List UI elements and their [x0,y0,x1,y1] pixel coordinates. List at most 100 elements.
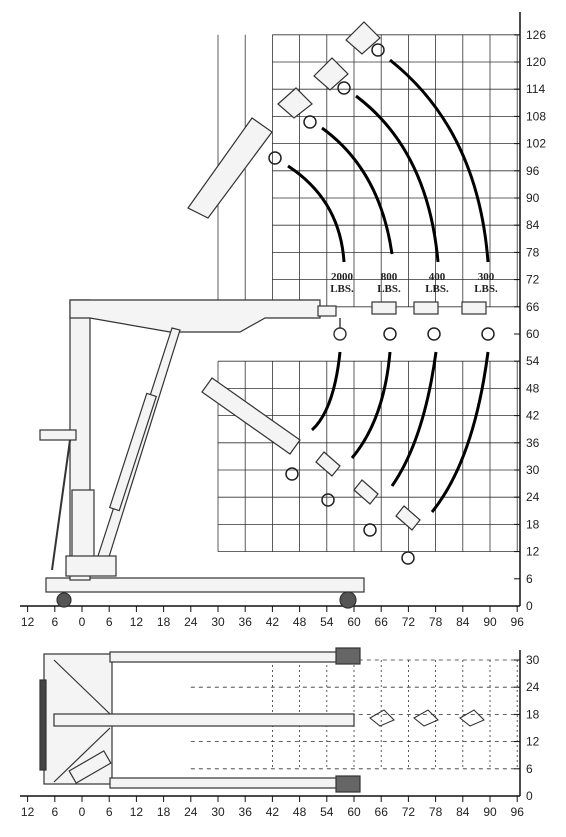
reach-arc-2000-low [310,351,342,432]
hook-icon [321,493,335,507]
top-x-tick-label: 66 [375,805,389,819]
capacity-unit: LBS. [377,283,401,295]
side-y-tick-label: 66 [526,300,540,314]
top-wheel-lower-icon [335,775,361,793]
top-x-tick-label: 54 [320,805,334,819]
top-y-tick-label: 0 [526,789,533,803]
boom-tips-mid [371,301,487,315]
top-x-tick-label: 12 [130,805,144,819]
side-y-tick-label: 120 [526,55,546,69]
top-x-tick-label: 60 [347,805,361,819]
top-x-tick-label: 90 [483,805,497,819]
boom-tip [459,709,485,727]
hook-icon [427,327,441,341]
top-leg-lower [109,777,339,789]
top-rear-bar [39,679,47,771]
side-y-tick-label: 60 [526,327,540,341]
boom-lowered-b [315,451,341,477]
boom-position-b [277,87,313,119]
reach-arc-400-low [390,351,438,487]
hook-icon [481,327,495,341]
side-y-tick-label: 42 [526,409,540,423]
side-y-tick-label: 126 [526,28,546,42]
side-x-tick-label: 66 [375,615,389,629]
side-y-tick-label: 54 [526,354,540,368]
top-x-tick-label: 12 [21,805,35,819]
handle-grip [39,429,77,441]
side-x-tick-label: 0 [79,615,86,629]
reach-arc-300 [389,58,490,263]
ram-cylinder [108,392,158,512]
grid-upper [217,34,520,308]
top-x-tick-label: 30 [211,805,225,819]
front-wheel-icon [56,592,72,608]
side-x-tick-label: 78 [429,615,443,629]
side-y-tick-label: 24 [526,490,540,504]
boom-tip [413,301,439,315]
boom-lowered-c [353,479,379,505]
pump-base [65,555,117,577]
grid-top-view [190,659,520,770]
side-x-tick-label: 6 [51,615,58,629]
top-x-tick-label: 18 [157,805,171,819]
boom-positions-upper [187,21,381,219]
crane-base [45,577,365,593]
hook-icon [371,43,385,57]
boom-tip [369,709,395,727]
boom-position-d [345,21,381,55]
hook-icon [401,551,415,565]
top-x-tick-label: 48 [293,805,307,819]
brace [53,727,111,783]
top-boom-tips [369,709,485,727]
side-y-tick-label: 18 [526,517,540,531]
hooks-mid [383,327,495,341]
side-y-tick-label: 0 [526,599,533,613]
top-y-tick-label: 18 [526,707,540,721]
pump-unit [71,489,95,559]
hook-icon [285,467,299,481]
capacity-weight: 800 [381,271,398,283]
side-y-tick-label: 90 [526,191,540,205]
hook-icon [383,327,397,341]
top-x-tick-label: 84 [456,805,470,819]
side-x-tick-label: 36 [239,615,253,629]
hooks-upper [268,43,385,165]
side-x-tick-label: 6 [106,615,113,629]
reach-arcs [287,58,490,513]
top-x-tick-label: 78 [429,805,443,819]
side-x-tick-label: 24 [184,615,198,629]
capacity-unit: LBS. [425,283,449,295]
side-y-tick-label: 84 [526,218,540,232]
capacity-unit: LBS. [474,283,498,295]
reach-arc-2000 [287,164,346,263]
side-y-tick-label: 102 [526,137,546,151]
boom-tip [461,301,487,315]
top-x-tick-label: 6 [51,805,58,819]
side-y-tick-label: 12 [526,545,540,559]
side-y-tick-label: 6 [526,572,533,586]
rear-wheel-icon [339,591,357,609]
top-wheel-upper-icon [335,647,361,665]
top-y-tick-label: 12 [526,735,540,749]
side-y-tick-label: 108 [526,109,546,123]
crane-side-view [39,299,365,609]
boom-tip [371,301,397,315]
side-y-tick-label: 78 [526,245,540,259]
side-y-tick-label: 36 [526,436,540,450]
side-x-tick-label: 42 [266,615,280,629]
hook-icon [337,81,351,95]
boom-tip [413,709,439,727]
boom-lowered-d [395,505,421,531]
hook-icon [333,318,347,341]
reach-arc-300-low [430,351,490,513]
reach-arc-400 [355,94,440,263]
side-x-tick-label: 60 [347,615,361,629]
capacity-unit: LBS. [330,283,354,295]
side-x-tick-label: 54 [320,615,334,629]
side-x-tick-label: 84 [456,615,470,629]
